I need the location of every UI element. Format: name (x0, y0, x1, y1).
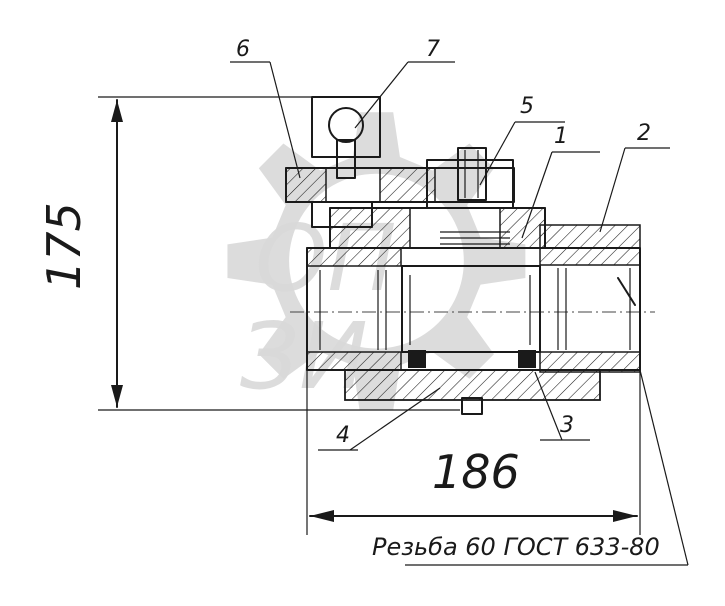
part-label-1: 1 (521, 124, 600, 239)
part-label-7: 7 (354, 37, 455, 129)
part-label-4: 4 (318, 387, 441, 451)
part-number-3: 3 (560, 413, 574, 438)
part-number-5: 5 (520, 94, 534, 119)
valve-body (306, 224, 641, 415)
part-labels: 6 7 5 1 2 3 4 (230, 37, 670, 451)
valve-bonnet (329, 207, 546, 249)
part-label-3: 3 (534, 371, 590, 441)
length-dimension-value: 186 (432, 445, 520, 499)
part-number-1: 1 (554, 124, 568, 149)
height-dimension: 175 (37, 96, 460, 411)
valve-assembly (285, 96, 655, 415)
part-number-2: 2 (637, 121, 651, 146)
part-number-4: 4 (336, 423, 350, 448)
part-label-5: 5 (479, 94, 565, 186)
part-number-6: 6 (236, 37, 250, 62)
height-dimension-value: 175 (37, 202, 91, 290)
part-label-2: 2 (599, 121, 670, 233)
length-dimension: 186 (306, 370, 641, 535)
part-number-7: 7 (426, 37, 440, 62)
thread-note-text: Резьба 60 ГОСТ 633-80 (372, 533, 660, 561)
thread-note: Резьба 60 ГОСТ 633-80 (372, 369, 689, 566)
part-label-6: 6 (230, 37, 301, 179)
